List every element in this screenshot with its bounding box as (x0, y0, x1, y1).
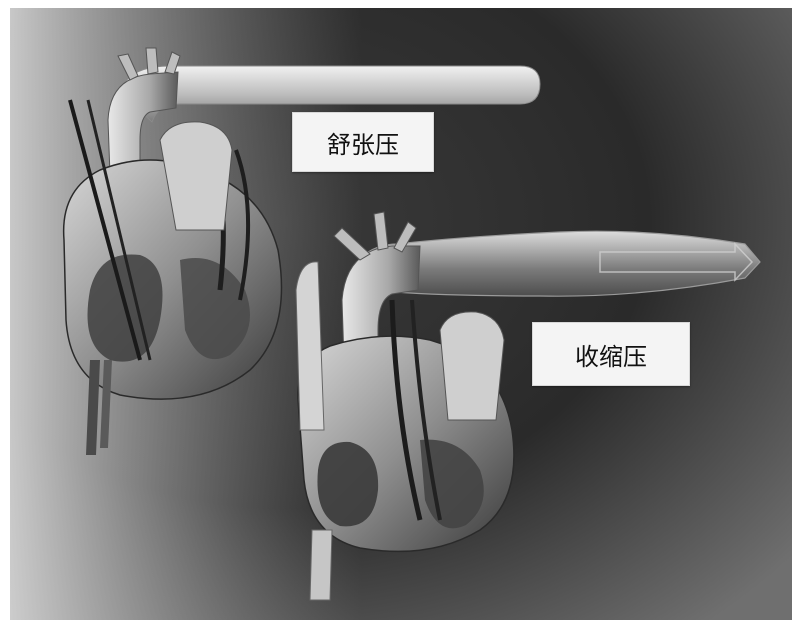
diastolic-pressure-label: 舒张压 (292, 112, 434, 172)
systolic-pressure-label: 收缩压 (532, 322, 690, 386)
systolic-pressure-text: 收缩压 (575, 337, 647, 372)
diastolic-pressure-text: 舒张压 (327, 125, 399, 160)
